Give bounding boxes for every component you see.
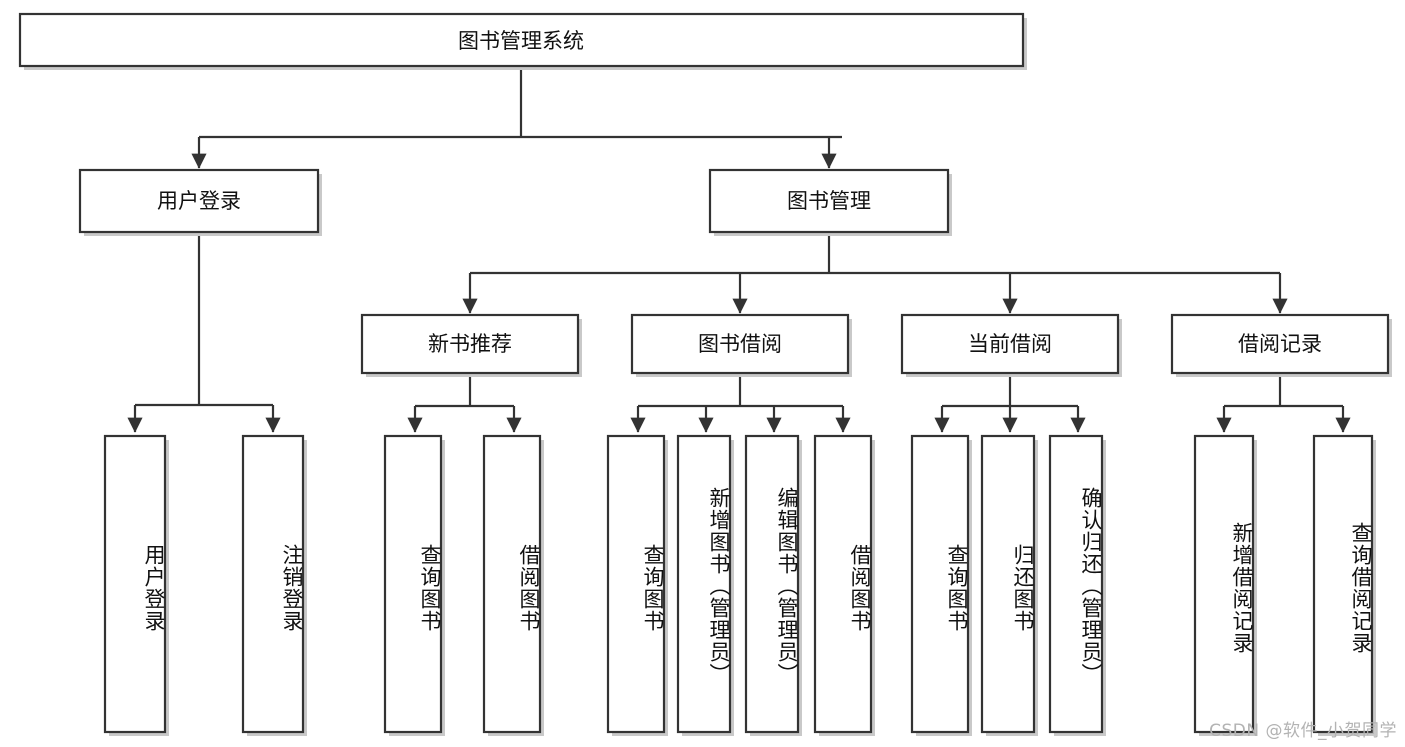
node-root-label: 图书管理系统 [458, 29, 584, 53]
node-new-book-recommend[interactable]: 新书推荐 [360, 313, 582, 377]
leaf-group-current-borrow [910, 434, 1106, 736]
leaf-borrow-record-0[interactable] [1193, 434, 1257, 736]
connectors-currentborrow-to-leaves [934, 375, 1086, 433]
connectors-userlogin-to-leaves [127, 232, 281, 433]
connectors-root-to-level1 [191, 66, 842, 169]
connectors-booklmanage-to-level2 [462, 232, 1288, 314]
leaf-group-book-borrow [606, 434, 875, 736]
node-book-borrow[interactable]: 图书借阅 [630, 313, 852, 377]
node-book-borrow-label: 图书借阅 [698, 332, 782, 356]
leaf-current-borrow-2[interactable] [1048, 434, 1106, 736]
leaf-user-login-0[interactable] [103, 434, 169, 736]
leaf-current-borrow-0[interactable] [910, 434, 972, 736]
node-root[interactable]: 图书管理系统 [18, 12, 1027, 70]
leaf-group-user-login [103, 434, 307, 736]
leaf-new-book-recommend-1[interactable] [482, 434, 544, 736]
node-book-manage-label: 图书管理 [787, 189, 871, 213]
leaf-book-borrow-0[interactable] [606, 434, 668, 736]
leaf-new-book-recommend-0[interactable] [383, 434, 445, 736]
leaf-group-borrow-record [1193, 434, 1376, 736]
leaf-book-borrow-3[interactable] [813, 434, 875, 736]
node-book-manage[interactable]: 图书管理 [708, 168, 952, 236]
csdn-watermark: CSDN @软件_小贺同学 [1209, 721, 1397, 741]
leaf-book-borrow-1[interactable] [676, 434, 734, 736]
node-user-login[interactable]: 用户登录 [78, 168, 322, 236]
leaf-current-borrow-1[interactable] [980, 434, 1038, 736]
leaf-book-borrow-2[interactable] [744, 434, 802, 736]
node-user-login-label: 用户登录 [157, 189, 241, 213]
connectors-borrowrecord-to-leaves [1216, 375, 1351, 433]
node-current-borrow[interactable]: 当前借阅 [900, 313, 1122, 377]
connectors-bookborrow-to-leaves [630, 375, 851, 433]
node-new-book-recommend-label: 新书推荐 [428, 332, 512, 356]
node-borrow-record[interactable]: 借阅记录 [1170, 313, 1392, 377]
leaf-group-new-book-recommend [383, 434, 544, 736]
leaf-user-login-1[interactable] [241, 434, 307, 736]
node-borrow-record-label: 借阅记录 [1238, 332, 1322, 356]
node-current-borrow-label: 当前借阅 [968, 332, 1052, 356]
leaf-borrow-record-1[interactable] [1312, 434, 1376, 736]
connectors-newbook-to-leaves [407, 375, 522, 433]
